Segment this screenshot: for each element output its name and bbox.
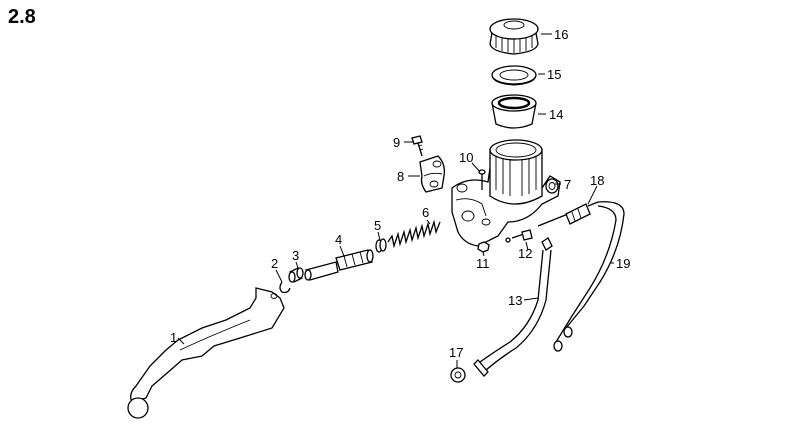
callout-9: 9 <box>393 135 400 150</box>
figure-number: 2.8 <box>8 6 36 28</box>
part-5-washer <box>375 238 387 253</box>
callout-16: 16 <box>554 27 568 42</box>
part-13-hose <box>473 237 553 377</box>
callout-8: 8 <box>397 169 404 184</box>
callout-labels: 16 15 14 9 8 10 7 18 6 5 4 3 2 1 11 12 1… <box>170 27 630 360</box>
part-17-washer <box>450 367 466 383</box>
part-19-wire <box>553 201 625 352</box>
part-3-bushing <box>288 267 304 283</box>
part-11-nut <box>477 241 490 253</box>
part-18-switch <box>537 201 599 227</box>
part-9-screw <box>411 135 424 157</box>
part-4-piston <box>304 249 374 281</box>
callout-6: 6 <box>422 205 429 220</box>
callout-17: 17 <box>449 345 463 360</box>
callout-4: 4 <box>335 232 342 247</box>
part-10-pin <box>478 169 486 190</box>
part-15-diaphragm-plate <box>491 65 537 86</box>
part-2-circlip <box>279 281 291 294</box>
callout-12: 12 <box>518 246 532 261</box>
part-7-master-cylinder <box>451 139 561 247</box>
callout-5: 5 <box>374 218 381 233</box>
callout-15: 15 <box>547 67 561 82</box>
callout-7: 7 <box>564 177 571 192</box>
callout-11: 11 <box>476 256 490 271</box>
part-6-spring <box>387 219 441 249</box>
callout-1: 1 <box>170 330 177 345</box>
part-8-clamp <box>419 155 446 193</box>
part-16-reservoir-cap <box>489 18 539 55</box>
part-14-diaphragm <box>491 94 537 129</box>
callout-14: 14 <box>549 107 563 122</box>
leader-lines <box>177 33 614 368</box>
callout-2: 2 <box>271 256 278 271</box>
callout-3: 3 <box>292 248 299 263</box>
part-12-push-rod <box>505 229 533 243</box>
callout-13: 13 <box>508 293 522 308</box>
callout-19: 19 <box>616 256 630 271</box>
part-1-lever <box>127 287 285 419</box>
callout-10: 10 <box>459 150 473 165</box>
callout-18: 18 <box>590 173 604 188</box>
